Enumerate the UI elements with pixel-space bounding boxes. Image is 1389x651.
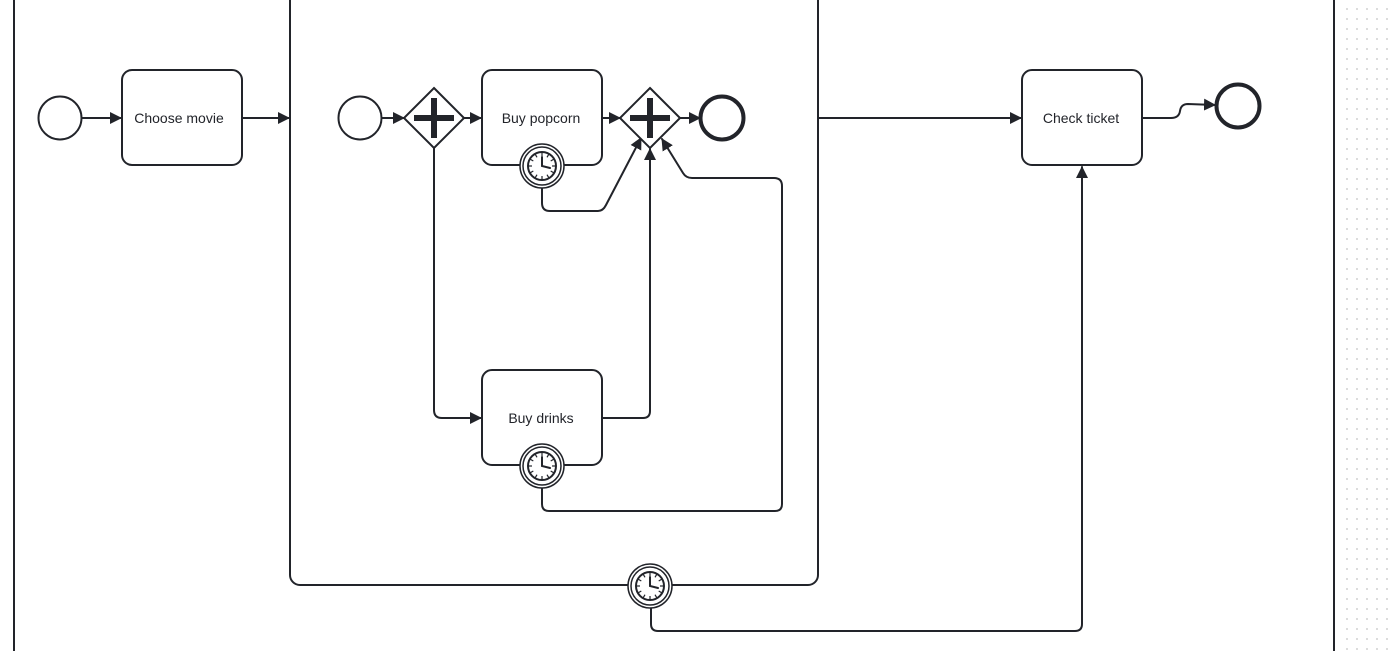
canvas-grid xyxy=(1338,0,1389,651)
task-buy-drinks[interactable]: Buy drinks xyxy=(481,369,603,466)
participant-pool[interactable] xyxy=(13,0,1335,651)
timer-clock-icon xyxy=(627,563,673,609)
timer-clock-icon xyxy=(519,443,565,489)
subprocess-start-event[interactable] xyxy=(337,95,383,141)
subprocess-timer-boundary-event[interactable] xyxy=(627,563,673,609)
flow-drinks-to-join[interactable] xyxy=(602,148,656,419)
task-choose-movie[interactable]: Choose movie xyxy=(121,69,243,166)
end-event[interactable] xyxy=(1214,82,1262,130)
flow-check-ticket-to-end[interactable] xyxy=(1142,98,1216,119)
task-label: Check ticket xyxy=(1043,110,1119,126)
task-label: Buy popcorn xyxy=(502,110,581,126)
subprocess-container[interactable] xyxy=(289,0,819,586)
task-buy-popcorn[interactable]: Buy popcorn xyxy=(481,69,603,166)
flow-drinks-timer-to-join[interactable] xyxy=(541,138,783,512)
timer-clock-icon xyxy=(519,143,565,189)
popcorn-timer-boundary-event[interactable] xyxy=(519,143,565,189)
flow-subprocess-timer-to-check-ticket[interactable] xyxy=(650,166,1088,632)
task-label: Buy drinks xyxy=(508,410,573,426)
sequence-flows xyxy=(81,98,1216,632)
task-check-ticket[interactable]: Check ticket xyxy=(1021,69,1143,166)
flow-split-to-drinks[interactable] xyxy=(433,147,482,424)
task-label: Choose movie xyxy=(134,110,224,126)
start-event[interactable] xyxy=(37,95,83,141)
flow-popcorn-timer-to-join[interactable] xyxy=(541,137,642,212)
drinks-timer-boundary-event[interactable] xyxy=(519,443,565,489)
subprocess-end-event[interactable] xyxy=(698,94,746,142)
